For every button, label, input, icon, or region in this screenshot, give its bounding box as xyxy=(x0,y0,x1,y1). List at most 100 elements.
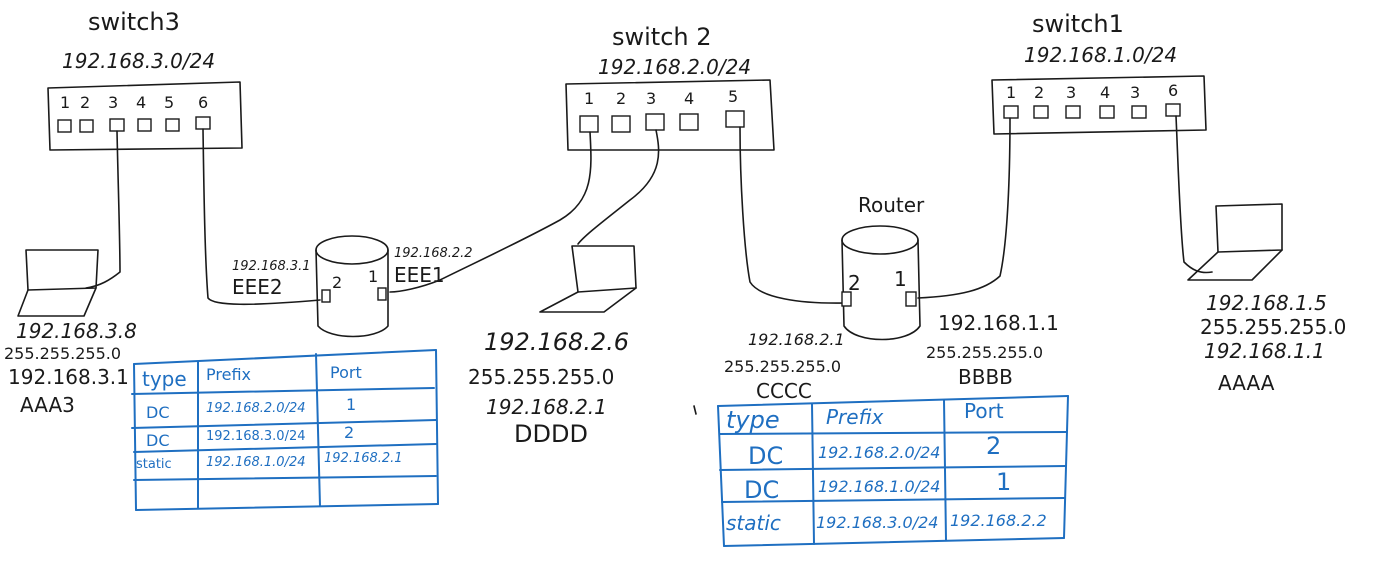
switch1-port-label-5: 3 xyxy=(1130,83,1140,102)
switch3-port-label-4: 4 xyxy=(136,93,146,112)
dddd-name: DDDD xyxy=(514,420,588,448)
switch1-port-5 xyxy=(1131,105,1147,119)
dddd-mask: 255.255.255.0 xyxy=(468,365,614,389)
table-left-row3-prefix: 192.168.1.0/24 xyxy=(206,455,306,470)
router-right-body xyxy=(841,239,921,341)
cable-switch3-router-left xyxy=(202,128,321,306)
switch3-port-6 xyxy=(195,116,211,130)
router-left-if1-name: EEE1 xyxy=(394,263,445,287)
table-right-vlines xyxy=(717,395,1069,547)
dddd-ip: 192.168.2.6 xyxy=(484,328,629,356)
switch3-port-label-6: 6 xyxy=(198,93,208,112)
dddd-gateway: 192.168.2.1 xyxy=(486,395,607,419)
laptop-dddd-screen xyxy=(571,245,637,293)
switch1-port-6 xyxy=(1165,103,1181,117)
switch3-port-5 xyxy=(165,118,180,132)
table-right-row1-type: DC xyxy=(748,442,783,470)
laptop-aaa3-screen xyxy=(25,249,99,291)
router-left-port-2 xyxy=(321,289,331,303)
router-right-port-2 xyxy=(841,291,852,307)
switch1-port-label-6: 6 xyxy=(1168,81,1178,100)
table-left-vlines xyxy=(133,349,439,511)
aaaa-ip: 192.168.1.5 xyxy=(1206,291,1327,315)
table-left-row2-port: 2 xyxy=(344,423,354,442)
switch3-port-2 xyxy=(79,119,94,133)
aaa3-gateway: 192.168.3.1 xyxy=(8,365,129,389)
router-left-body xyxy=(315,249,389,338)
router-left-if1-ip: 192.168.2.2 xyxy=(394,246,473,261)
table-left-row2-prefix: 192.168.3.0/24 xyxy=(206,429,306,444)
switch3-port-label-2: 2 xyxy=(80,93,90,112)
router-left-port-2-label: 2 xyxy=(332,273,342,292)
switch1-port-label-1: 1 xyxy=(1006,83,1016,102)
router-left-port-1 xyxy=(377,287,387,301)
switch2-port-2 xyxy=(611,115,631,133)
table-right-row1-prefix: 192.168.2.0/24 xyxy=(818,443,940,462)
table-right-row1-port: 2 xyxy=(986,432,1001,460)
switch3-subnet: 192.168.3.0/24 xyxy=(62,49,215,73)
cables xyxy=(85,115,1213,306)
cable-switch1-router-right xyxy=(917,117,1011,299)
router-right-port-2-label: 2 xyxy=(848,271,861,295)
laptop-aaa3: 192.168.3.8 255.255.255.0 192.168.3.1 AA… xyxy=(4,249,137,417)
router-right-top xyxy=(841,225,919,255)
switch3: switch3 192.168.3.0/24 1 2 3 4 5 6 xyxy=(47,8,243,151)
switch1-subnet: 192.168.1.0/24 xyxy=(1024,43,1177,67)
router-right-port-1 xyxy=(905,291,917,307)
switch1-body xyxy=(991,75,1207,135)
switch2-port-label-3: 3 xyxy=(646,89,656,108)
switch2-port-1 xyxy=(579,115,599,133)
router-left: 2 1 192.168.3.1 EEE2 192.168.2.2 EEE1 xyxy=(232,235,473,338)
cable-switch3-aaa3 xyxy=(85,130,121,289)
router-right-if1-mask: 255.255.255.0 xyxy=(926,343,1043,362)
laptop-aaaa-base xyxy=(1187,249,1283,281)
switch1-port-label-4: 4 xyxy=(1100,83,1110,102)
switch3-port-3 xyxy=(109,118,125,132)
aaaa-name: AAAA xyxy=(1218,371,1275,395)
table-left-row1-port: 1 xyxy=(346,395,356,414)
router-left-if2-ip: 192.168.3.1 xyxy=(232,259,311,274)
table-right-hlines xyxy=(717,395,1069,547)
stray-mark xyxy=(693,405,697,415)
table-left-row1-prefix: 192.168.2.0/24 xyxy=(206,401,306,416)
table-left-row1-type: DC xyxy=(146,403,170,422)
switch2-port-label-5: 5 xyxy=(728,87,738,106)
table-right-header-type: type xyxy=(726,406,780,434)
table-right-row3-port: 192.168.2.2 xyxy=(950,511,1047,530)
table-right-row3-type: static xyxy=(726,511,781,535)
router-left-top xyxy=(315,235,389,265)
table-left-header-port: Port xyxy=(330,363,362,382)
switch2-body xyxy=(565,79,775,151)
switch1-port-2 xyxy=(1033,105,1049,119)
switch2-port-3 xyxy=(645,113,665,131)
switch2-subnet: 192.168.2.0/24 xyxy=(598,55,751,79)
aaaa-mask: 255.255.255.0 xyxy=(1200,315,1346,339)
switch1-name: switch1 xyxy=(1032,10,1124,38)
cable-switch2-router-right xyxy=(739,126,847,304)
router-right-if2-mask: 255.255.255.0 xyxy=(724,357,841,376)
routing-table-left: type Prefix Port DC 192.168.2.0/24 1 DC … xyxy=(131,349,439,511)
switch1: switch1 192.168.1.0/24 1 2 3 4 3 6 xyxy=(991,10,1207,135)
table-left-header-prefix: Prefix xyxy=(206,365,251,384)
table-right-row2-type: DC xyxy=(744,476,779,504)
cable-switch2-dddd xyxy=(577,129,660,245)
switch1-port-3 xyxy=(1065,105,1081,119)
aaaa-gateway: 192.168.1.1 xyxy=(1204,339,1325,363)
switch3-port-1 xyxy=(57,119,72,133)
table-left-row2-type: DC xyxy=(146,431,170,450)
switch3-port-4 xyxy=(137,118,152,132)
laptop-aaa3-base xyxy=(17,287,97,317)
table-left-hlines xyxy=(131,349,439,511)
cable-switch1-aaaa xyxy=(1175,115,1213,274)
table-left-row3-port: 192.168.2.1 xyxy=(324,451,403,466)
cable-switch2-router-left xyxy=(389,131,592,293)
table-right-header-port: Port xyxy=(964,399,1004,423)
table-right-row3-prefix: 192.168.3.0/24 xyxy=(816,513,938,532)
switch3-name: switch3 xyxy=(88,8,180,36)
switch2-port-4 xyxy=(679,113,699,131)
switch3-body xyxy=(47,81,243,151)
router-right: Router 2 1 192.168.2.1 255.255.255.0 CCC… xyxy=(724,193,1059,403)
switch1-port-label-3: 3 xyxy=(1066,83,1076,102)
laptop-aaaa: 192.168.1.5 255.255.255.0 192.168.1.1 AA… xyxy=(1187,203,1346,395)
